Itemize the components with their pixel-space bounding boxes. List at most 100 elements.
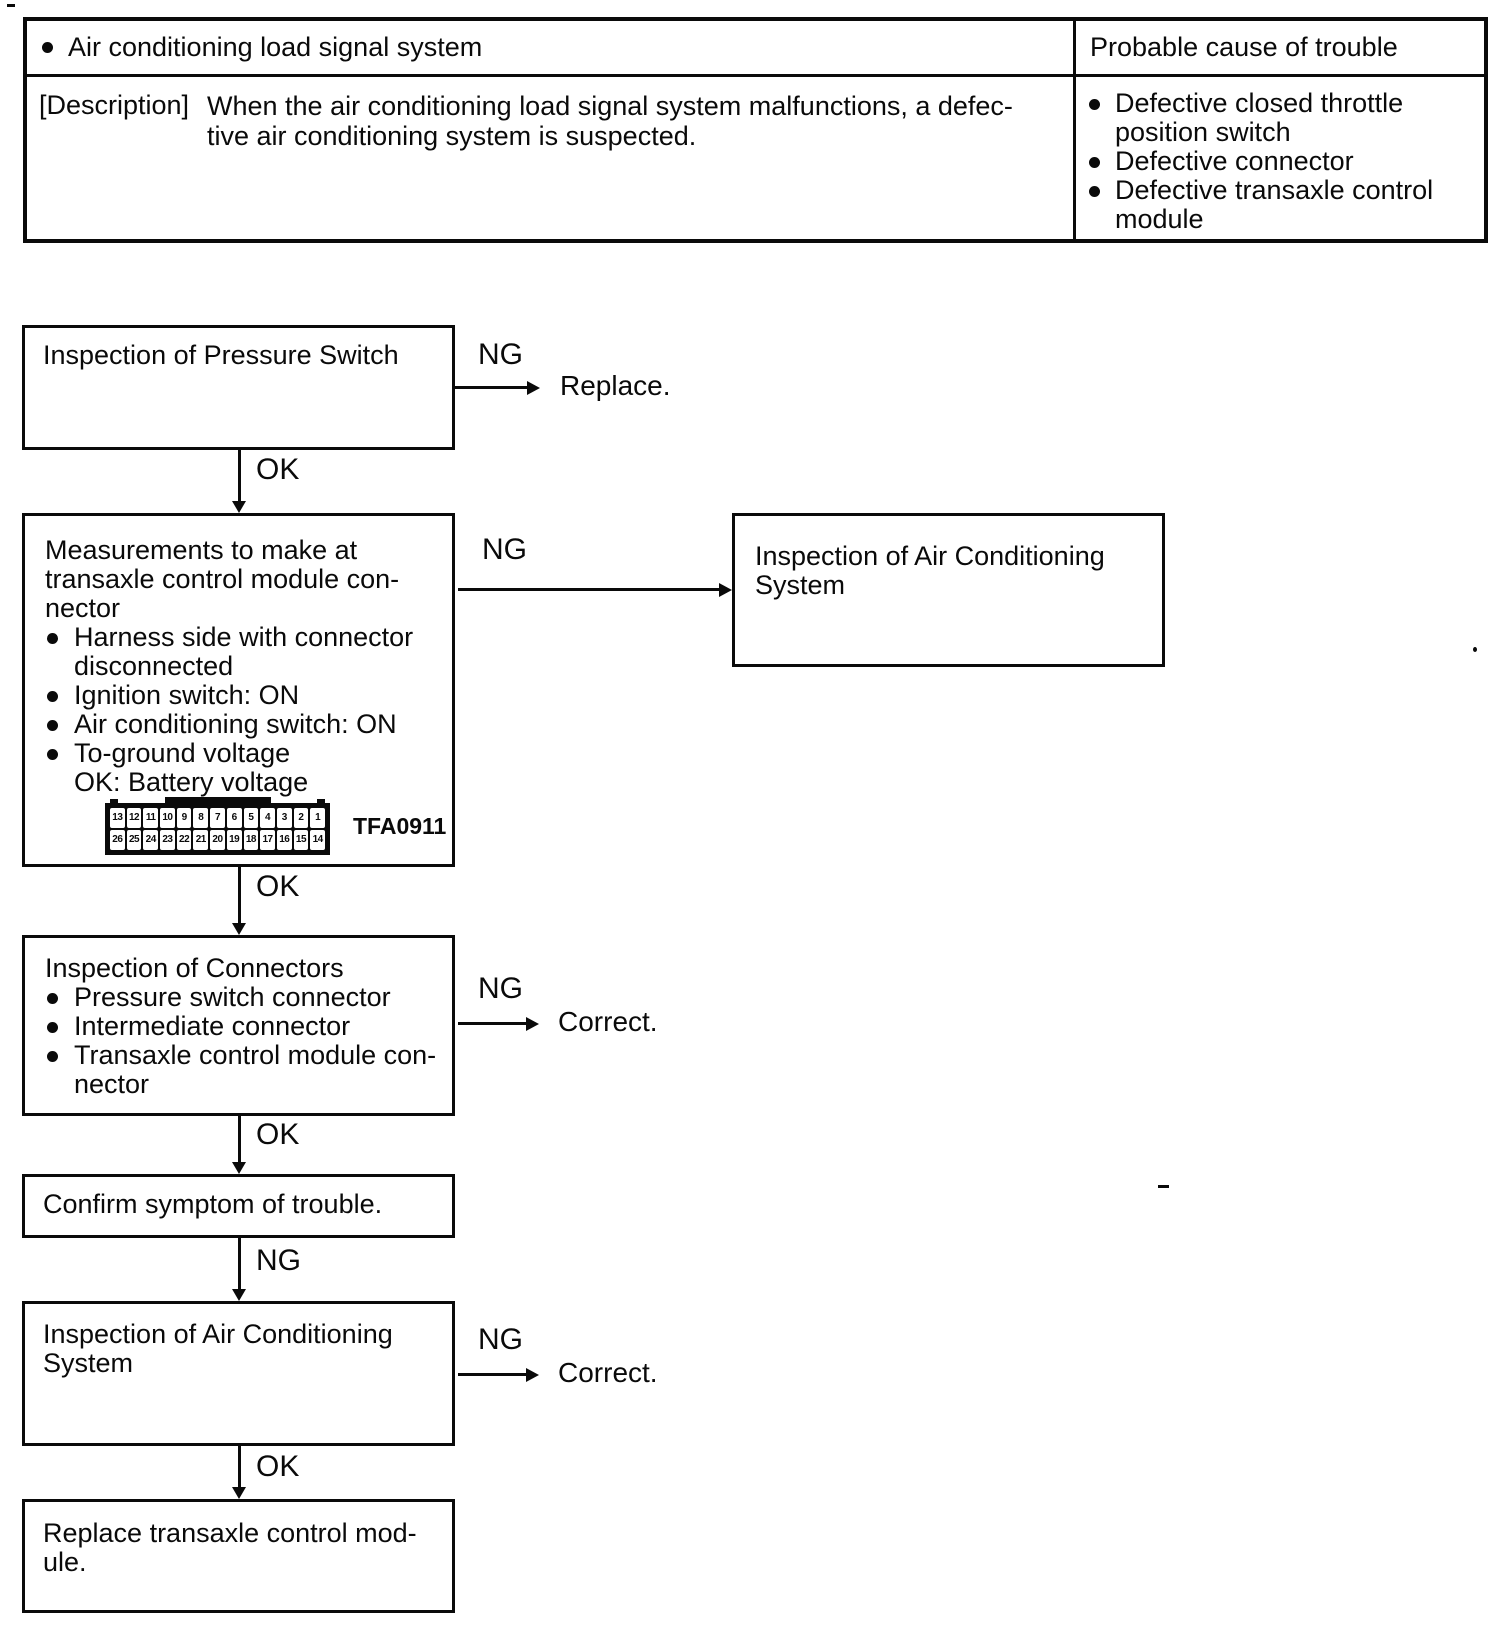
bullet-icon [47,993,58,1004]
pin-cell: 2 [293,808,309,828]
box-title: Measurements to make at transaxle contro… [45,535,400,623]
ng-label: NG [256,1244,301,1277]
pin-cell: 1 [310,808,325,828]
ok-label: OK [256,1450,300,1483]
pin-cell: 25 [126,830,142,850]
description-line: tive air conditioning system is suspecte… [207,121,697,151]
system-title: Air conditioning load signal system [68,32,483,62]
arrow-down-icon [232,1289,246,1301]
arrow-down-icon [232,501,246,513]
pin-cell: 7 [210,808,225,828]
ok-label: OK [256,453,300,486]
correct-result-label: Correct. [558,1006,658,1037]
correct-result-label: Correct. [558,1357,658,1388]
connector-line [458,588,720,591]
cause-item: Defective connector [1088,147,1484,176]
condition-item: Air conditioning switch: ON [45,710,452,739]
description-cell: [Description] When the air conditioning … [27,77,1085,152]
table-header-system: Air conditioning load signal system [27,21,1087,86]
flow-box-replace-tcm: Replace transaxle control mod- ule. [22,1499,455,1613]
box-title: Inspection of Pressure Switch [43,340,399,370]
pin-cell: 12 [126,808,142,828]
bullet-icon [47,691,58,702]
probable-cause-header: Probable cause of trouble [1090,32,1398,62]
pin-cell: 6 [226,808,242,828]
arrow-right-icon [719,583,732,597]
ng-label: NG [478,1323,523,1356]
flow-box-confirm-symptom: Confirm symptom of trouble. [22,1174,455,1238]
bullet-icon [47,720,58,731]
pin-cell: 24 [143,830,159,850]
table-column-divider [1073,21,1076,239]
pin-cell: 4 [260,808,275,828]
pin-cell: 10 [160,808,175,828]
cause-line: position switch [1115,117,1291,147]
pin-cell: 8 [193,808,209,828]
connector-line [238,867,241,925]
arrow-right-icon [526,1017,539,1031]
pin-cell: 14 [310,830,325,850]
scan-speck [1158,1185,1169,1188]
condition-item: To-ground voltage OK: Battery voltage [45,739,452,797]
cause-line: module [1115,204,1204,234]
description-label: [Description] [39,90,190,120]
arrow-right-icon [527,381,540,395]
box-title: Inspection of Air Conditioning System [755,541,1105,600]
table-header-probable-cause: Probable cause of trouble [1076,21,1484,86]
connector-line [238,1116,241,1164]
bullet-icon [47,1051,58,1062]
replace-result-label: Replace. [560,370,671,401]
flow-box-inspection-ac-system-right: Inspection of Air Conditioning System [732,513,1165,667]
pin-cell: 18 [243,830,259,850]
bullet-icon [1089,99,1100,110]
ok-label: OK [256,1118,300,1151]
connector-tab [164,797,271,806]
bullet-icon [1089,186,1100,197]
connector-line [238,450,241,505]
description-text: When the air conditioning load signal sy… [207,91,1013,151]
connector-item: Intermediate connector [45,1012,452,1041]
flow-box-inspection-connectors: Inspection of Connectors Pressure switch… [22,935,455,1116]
cause-line: Defective connector [1115,146,1354,176]
bullet-icon [47,749,58,760]
connector-line [458,1022,528,1025]
cause-item: Defective transaxle control module [1088,176,1484,234]
pin-cell: 20 [210,830,225,850]
connector-post [317,799,325,806]
ng-label: NG [482,533,527,566]
box-title: Replace transaxle control mod- ule. [43,1518,417,1577]
condition-item: Harness side with connector disconnected [45,623,452,681]
connector-line [238,1446,241,1489]
ng-label: NG [478,972,523,1005]
bullet-icon [42,42,53,53]
arrow-down-icon [232,1487,246,1499]
connector-item: Pressure switch connector [45,983,452,1012]
connector-line [458,1373,528,1376]
pin-cell: 17 [260,830,275,850]
pin-cell: 16 [276,830,292,850]
flow-box-inspection-pressure-switch: Inspection of Pressure Switch [22,325,455,450]
pin-cell: 5 [243,808,259,828]
description-line: When the air conditioning load signal sy… [207,91,1013,121]
pin-cell: 11 [143,808,159,828]
trouble-table: Air conditioning load signal system Prob… [23,17,1488,243]
pin-cell: 13 [110,808,125,828]
box-title: Inspection of Connectors [45,953,344,983]
ng-label: NG [478,338,523,371]
flow-box-measurements-tcm-connector: Measurements to make at transaxle contro… [22,513,455,867]
arrow-right-icon [526,1368,539,1382]
arrow-down-icon [232,923,246,935]
causes-cell: Defective closed throttle position switc… [1076,77,1484,234]
scan-speck [1473,647,1477,652]
table-row-divider [27,74,1484,77]
connector-line [455,386,527,389]
pin-cell: 9 [176,808,192,828]
pin-cell: 21 [193,830,209,850]
arrow-down-icon [232,1162,246,1174]
box-title: Confirm symptom of trouble. [43,1189,383,1219]
pin-cell: 3 [276,808,292,828]
